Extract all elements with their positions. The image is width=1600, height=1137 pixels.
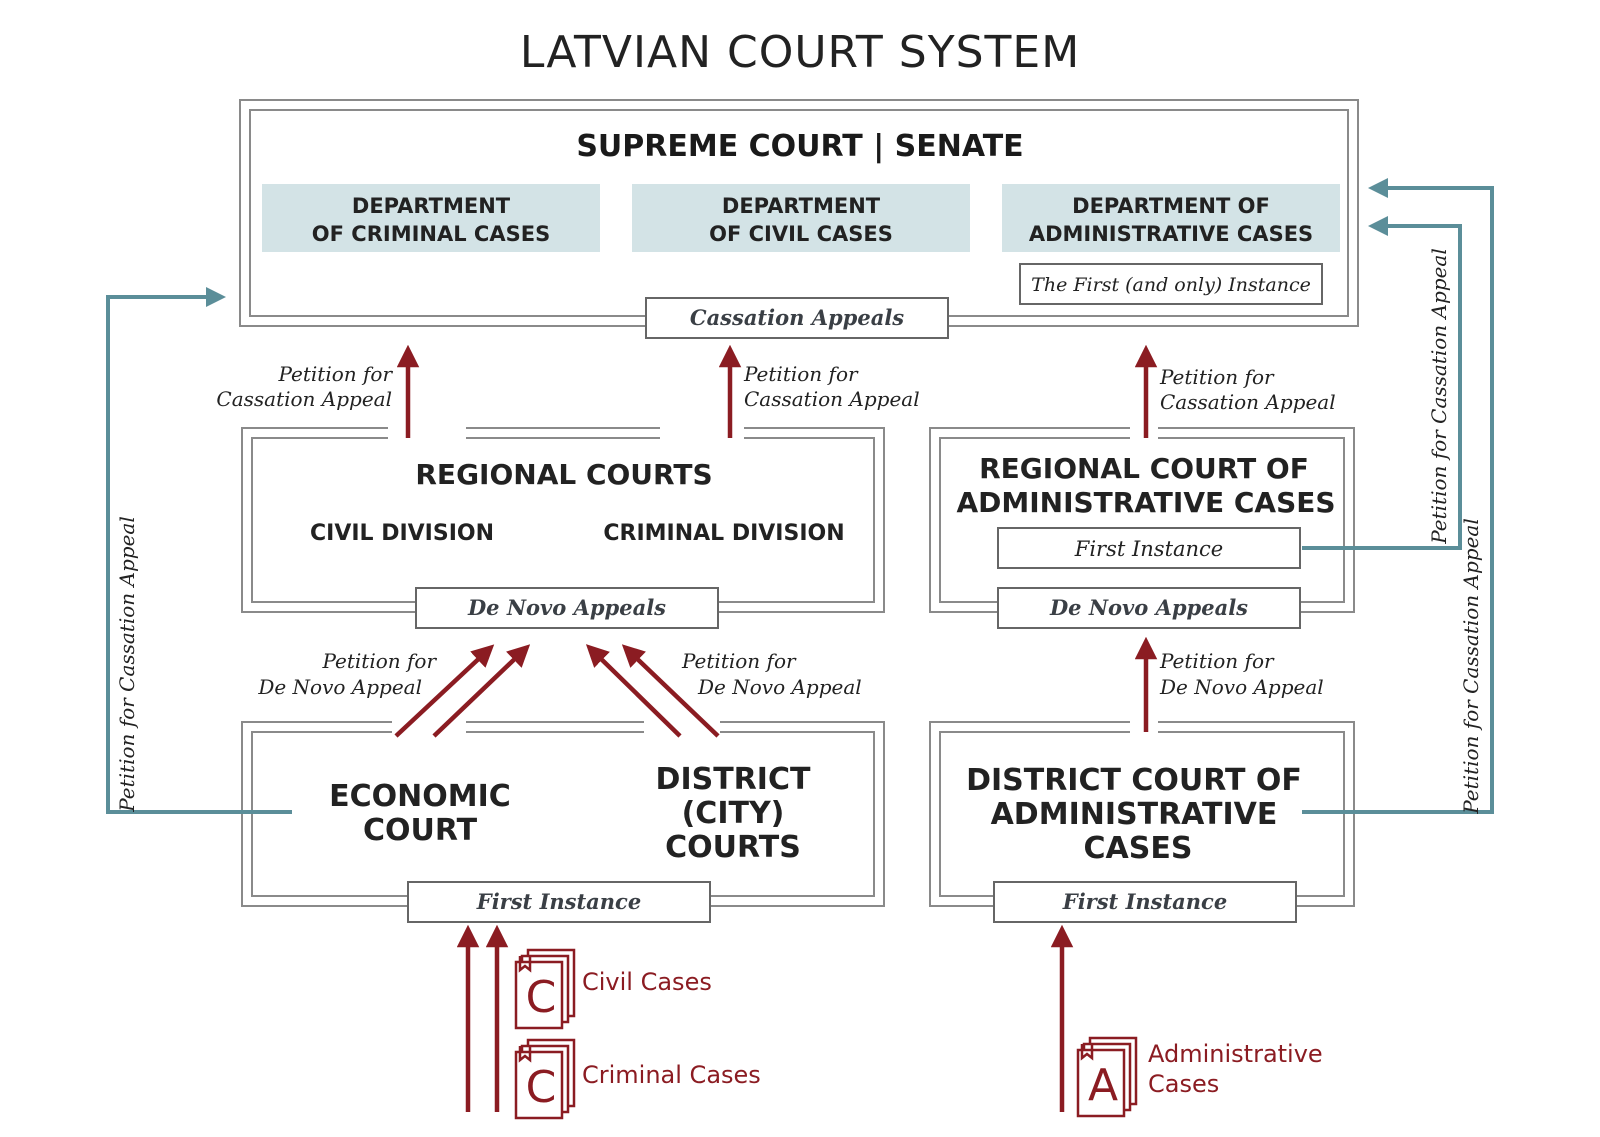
civil-case-file-letter: C xyxy=(526,972,557,1023)
dept-admin-line2: ADMINISTRATIVE CASES xyxy=(1029,222,1313,246)
petition-cassation-right-line2: Cassation Appeal xyxy=(1160,390,1336,414)
admin-cases-label-line1: Administrative xyxy=(1148,1040,1323,1068)
cassation-path-economic xyxy=(106,295,292,814)
dept-admin-bg xyxy=(1002,184,1340,252)
diagram-title: LATVIAN COURT SYSTEM xyxy=(520,27,1080,78)
petition-cassation-left-line1: Petition for xyxy=(277,362,393,386)
admin-case-file-letter: A xyxy=(1088,1060,1118,1111)
de-novo-appeals-label: De Novo Appeals xyxy=(467,595,666,620)
denovo-arrow-economic-1 xyxy=(394,644,495,738)
regional-admin-court-box: REGIONAL COURT OF ADMINISTRATIVE CASES F… xyxy=(929,427,1355,629)
regional-admin-title-line1: REGIONAL COURT OF xyxy=(979,452,1309,485)
petition-cassation-right-line1: Petition for xyxy=(1159,365,1275,389)
petition-denovo-left-line1: Petition for xyxy=(321,649,437,673)
petition-cassation-mid-line2: Cassation Appeal xyxy=(744,387,920,411)
denovo-arrow-district-2 xyxy=(621,644,720,738)
admin-case-file-icon xyxy=(1076,1036,1138,1118)
civil-division-label: CIVIL DIVISION xyxy=(310,521,494,546)
district-admin-line3: CASES xyxy=(1084,831,1193,866)
dept-criminal-line1: DEPARTMENT xyxy=(352,194,511,218)
district-courts-box: ECONOMIC COURT DISTRICT (CITY) COURTS Fi… xyxy=(241,721,885,923)
admin-de-novo-appeals-tab xyxy=(997,587,1301,629)
supreme-court-title: SUPREME COURT | SENATE xyxy=(576,129,1023,164)
dept-civil-line2: OF CIVIL CASES xyxy=(709,222,893,246)
dept-criminal-bg xyxy=(262,184,600,252)
petition-denovo-right-line2: De Novo Appeal xyxy=(1159,675,1324,699)
supreme-court-box: SUPREME COURT | SENATE DEPARTMENT OF CRI… xyxy=(239,99,1359,339)
district-admin-court-box: DISTRICT COURT OF ADMINISTRATIVE CASES F… xyxy=(929,721,1355,923)
district-city-courts-line2: (CITY) xyxy=(682,796,785,831)
cassation-vertical-label-left: Petition for Cassation Appeal xyxy=(115,516,139,813)
petition-cassation-left-line2: Cassation Appeal xyxy=(216,387,392,411)
regional-admin-first-instance-label: First Instance xyxy=(1074,537,1224,561)
denovo-arrow-district-1 xyxy=(585,644,682,738)
cassation-vertical-label-right-inner: Petition for Cassation Appeal xyxy=(1427,248,1451,545)
civil-cases-label: Civil Cases xyxy=(582,968,712,996)
admin-cases-label-line2: Cases xyxy=(1148,1070,1219,1098)
admin-first-instance-tab xyxy=(993,881,1297,923)
cassation-arrowhead-economic xyxy=(206,287,226,307)
regional-admin-first-instance-box xyxy=(997,527,1301,569)
admin-de-novo-appeals-label: De Novo Appeals xyxy=(1049,595,1248,620)
dept-civil-line1: DEPARTMENT xyxy=(722,194,881,218)
petition-denovo-left-line2: De Novo Appeal xyxy=(257,675,422,699)
civil-case-file-icon xyxy=(514,948,576,1030)
admin-first-instance-label: First Instance xyxy=(1062,889,1227,914)
first-instance-tab xyxy=(407,881,711,923)
dept-criminal-line2: OF CRIMINAL CASES xyxy=(312,222,550,246)
dept-admin-line1: DEPARTMENT OF xyxy=(1072,194,1270,218)
petition-denovo-mid-line1: Petition for xyxy=(681,649,797,673)
first-instance-label: First Instance xyxy=(476,889,641,914)
district-city-courts-line3: COURTS xyxy=(665,830,801,865)
criminal-case-file-icon xyxy=(514,1038,576,1120)
criminal-cases-label: Criminal Cases xyxy=(582,1061,761,1089)
petition-cassation-mid-line1: Petition for xyxy=(743,362,859,386)
cassation-appeals-label: Cassation Appeals xyxy=(690,305,904,330)
regional-courts-box: REGIONAL COURTS CIVIL DIVISION CRIMINAL … xyxy=(241,427,885,629)
dept-civil-bg xyxy=(632,184,970,252)
criminal-division-label: CRIMINAL DIVISION xyxy=(603,521,844,546)
cassation-path-regional-admin xyxy=(1302,224,1462,550)
district-admin-line2: ADMINISTRATIVE xyxy=(991,797,1278,832)
cassation-arrowhead-regional-admin xyxy=(1368,216,1388,236)
petition-denovo-right-line1: Petition for xyxy=(1159,649,1275,673)
petition-denovo-mid-line2: De Novo Appeal xyxy=(697,675,862,699)
cassation-appeals-tab xyxy=(645,297,949,339)
criminal-case-file-letter: C xyxy=(526,1062,557,1113)
cassation-arrowhead-district-admin xyxy=(1368,178,1388,198)
regional-courts-title: REGIONAL COURTS xyxy=(415,458,712,491)
cassation-vertical-label-right-outer: Petition for Cassation Appeal xyxy=(1459,518,1483,815)
district-admin-line1: DISTRICT COURT OF xyxy=(966,763,1302,798)
economic-court-line2: COURT xyxy=(363,813,478,848)
de-novo-appeals-tab xyxy=(415,587,719,629)
admin-first-only-instance-box xyxy=(1019,263,1323,305)
cassation-path-district-admin xyxy=(1302,186,1494,814)
regional-admin-title-line2: ADMINISTRATIVE CASES xyxy=(956,486,1335,519)
district-city-courts-line1: DISTRICT xyxy=(656,762,811,797)
denovo-arrow-economic-2 xyxy=(432,644,531,738)
admin-first-only-instance-label: The First (and only) Instance xyxy=(1031,274,1311,296)
economic-court-line1: ECONOMIC xyxy=(329,779,511,814)
